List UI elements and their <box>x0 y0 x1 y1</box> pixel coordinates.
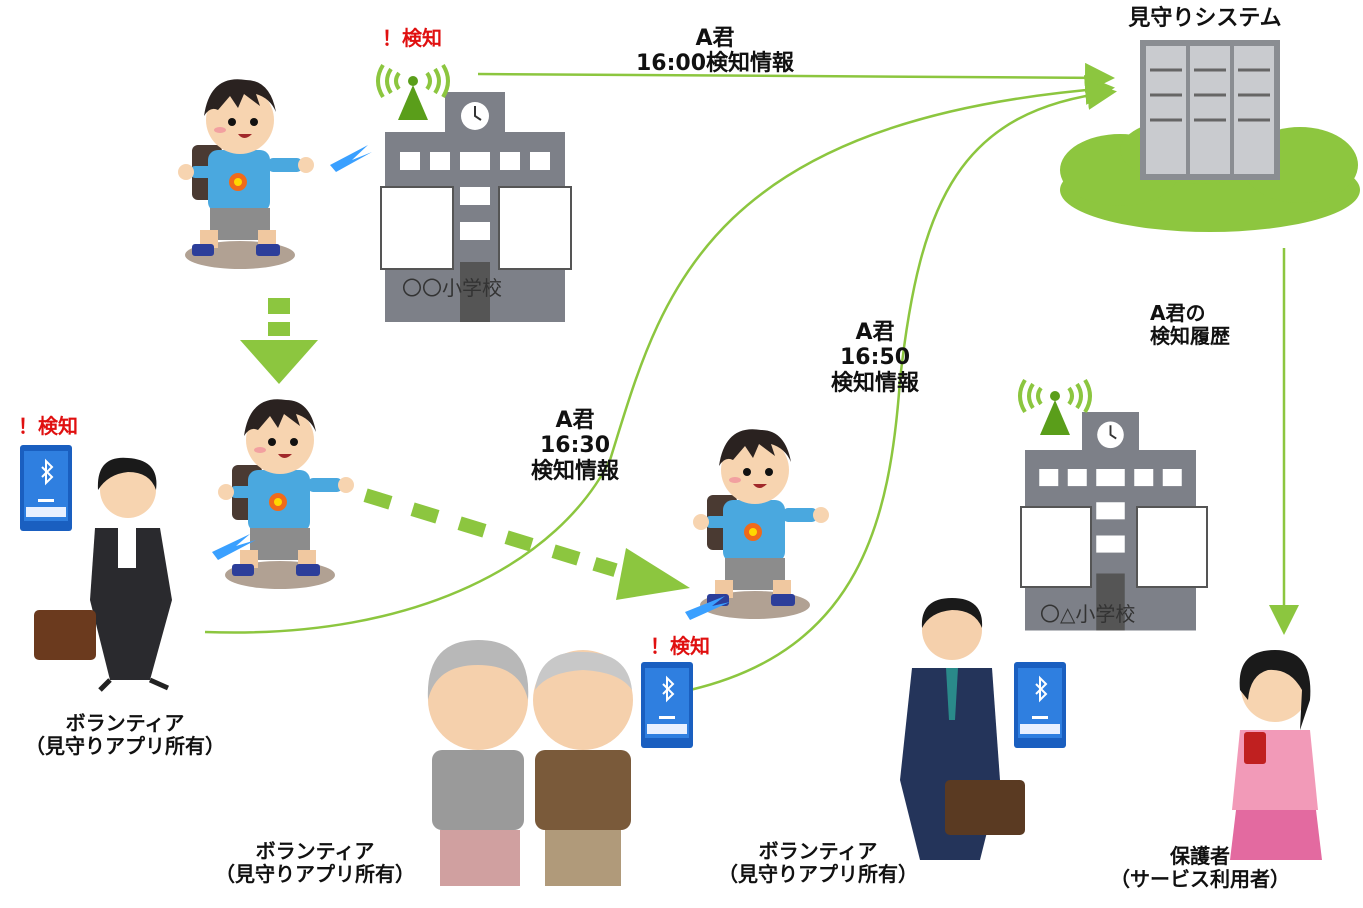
volunteer-elderly-role: ボランティア <box>255 839 375 863</box>
arrow-elderly-to-system <box>689 80 1117 692</box>
school-building-second <box>1020 411 1208 632</box>
phone-icon <box>640 661 694 749</box>
beacon-signal-icon <box>212 534 256 560</box>
volunteer-elderly-caption: ボランティア （見守りアプリ所有） <box>185 840 445 886</box>
history-line2: 検知履歴 <box>1150 324 1230 348</box>
volunteer-businessman-note: （見守りアプリ所有） <box>718 862 918 886</box>
alert-label-elderly: ！検知 <box>650 634 710 658</box>
guardian-caption: 保護者 （サービス利用者） <box>1050 845 1350 891</box>
volunteer-woman-note: （見守りアプリ所有） <box>25 734 225 758</box>
detection-1650-info: 検知情報 <box>830 370 919 396</box>
beacon-signal-icon <box>685 596 730 620</box>
detection-1600-name: A君 <box>695 26 735 51</box>
connection-lines <box>204 62 1299 692</box>
detection-1630-name: A君 <box>555 408 595 433</box>
guardian-figure <box>1230 650 1322 860</box>
volunteer-woman-figure <box>34 457 172 692</box>
school-name-first: 〇〇小学校 <box>402 276 502 300</box>
beacon-signal-icon <box>330 145 372 172</box>
detection-1630-time: 16:30 <box>539 433 611 459</box>
school-name-second: 〇△小学校 <box>1040 602 1136 626</box>
history-line1: A君の <box>1150 301 1206 325</box>
arrow-school-to-system <box>477 62 1115 93</box>
child-figure-3 <box>693 429 829 619</box>
server-icon <box>1140 40 1280 180</box>
alert-label-school: ！検知 <box>382 26 442 50</box>
guardian-role: 保護者 <box>1170 844 1230 868</box>
movement-arrow-diagonal <box>363 488 690 600</box>
child-figure-2 <box>218 399 354 589</box>
child-figure-1 <box>178 79 314 269</box>
history-label: A君の 検知履歴 <box>1150 302 1280 348</box>
antenna-icon <box>1018 378 1092 437</box>
detection-1650-time: 16:50 <box>839 345 911 371</box>
school-building-first <box>380 91 572 323</box>
antenna-icon <box>376 63 450 122</box>
phone-icon <box>1013 661 1067 749</box>
detection-1630-label: A君 16:30 検知情報 <box>500 408 650 484</box>
volunteer-woman-role: ボランティア <box>65 711 185 735</box>
volunteer-businessman-caption: ボランティア （見守りアプリ所有） <box>688 840 948 886</box>
elderly-couple-figure <box>427 640 633 886</box>
volunteer-woman-caption: ボランティア （見守りアプリ所有） <box>0 712 250 758</box>
movement-arrow-down <box>240 298 318 384</box>
detection-1600-label: A君 16:00検知情報 <box>600 26 830 77</box>
guardian-note: （サービス利用者） <box>1110 867 1290 891</box>
phone-icon <box>19 444 73 532</box>
volunteer-elderly-note: （見守りアプリ所有） <box>215 862 415 886</box>
arrow-volunteer-to-system <box>204 75 1115 634</box>
businessman-figure <box>900 598 1025 860</box>
detection-1650-label: A君 16:50 検知情報 <box>800 320 950 396</box>
volunteer-businessman-role: ボランティア <box>758 839 878 863</box>
alert-label-volunteer: ！検知 <box>18 414 78 438</box>
detection-1630-info: 検知情報 <box>530 458 619 484</box>
detection-1600-info: 16:00検知情報 <box>635 51 795 77</box>
system-title: 見守りシステム <box>1128 6 1282 31</box>
detection-1650-name: A君 <box>855 320 895 345</box>
